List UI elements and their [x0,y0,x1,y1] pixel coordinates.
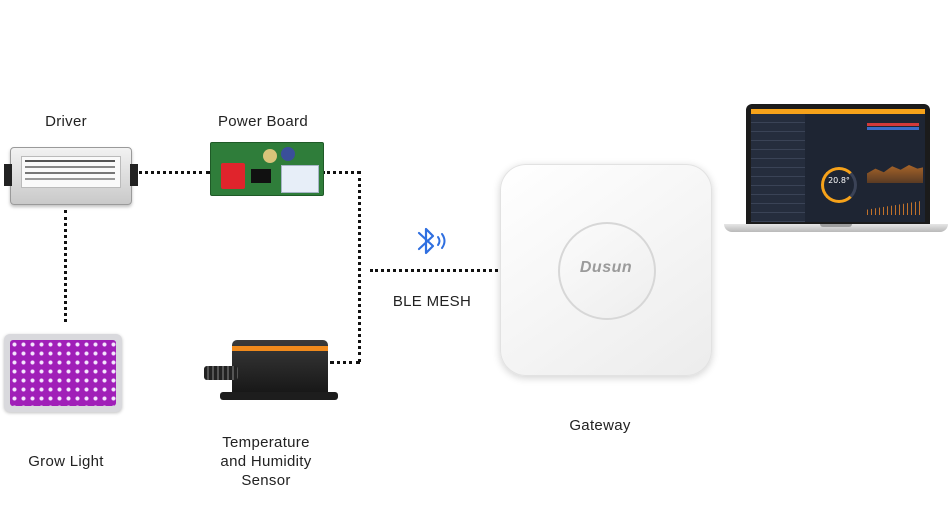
connector-trunk-vertical [358,171,361,362]
gateway-ring [558,222,656,320]
sensor-label-line2: and Humidity [220,453,312,470]
driver-device [4,147,138,205]
gateway-device: Dusun [500,164,712,376]
ble-mesh-label: BLE MESH [392,293,472,310]
temperature-gauge [821,167,857,203]
sensor-label-line3: Sensor [241,472,291,489]
grow-light-device [4,334,122,412]
bluetooth-icon [417,227,446,255]
connector-sensor-trunk [330,361,360,364]
connector-driver-power-board [132,171,210,174]
power-board-device [210,142,324,196]
temperature-humidity-sensor-device [204,340,338,404]
laptop-dashboard: 20.8° [724,104,948,234]
gateway-brand-logo: Dusun [579,259,633,276]
gateway-label: Gateway [569,417,631,434]
connector-power-board-right [322,171,360,174]
sensor-label-line1: Temperature [222,434,310,451]
connector-trunk-gateway [370,269,498,272]
dashboard-reading: 20.8° [828,176,850,185]
connector-driver-grow-light [64,210,67,322]
dashboard-screen: 20.8° [751,109,925,222]
grow-light-label: Grow Light [28,453,104,470]
power-board-label: Power Board [217,113,308,130]
driver-label: Driver [45,113,87,130]
